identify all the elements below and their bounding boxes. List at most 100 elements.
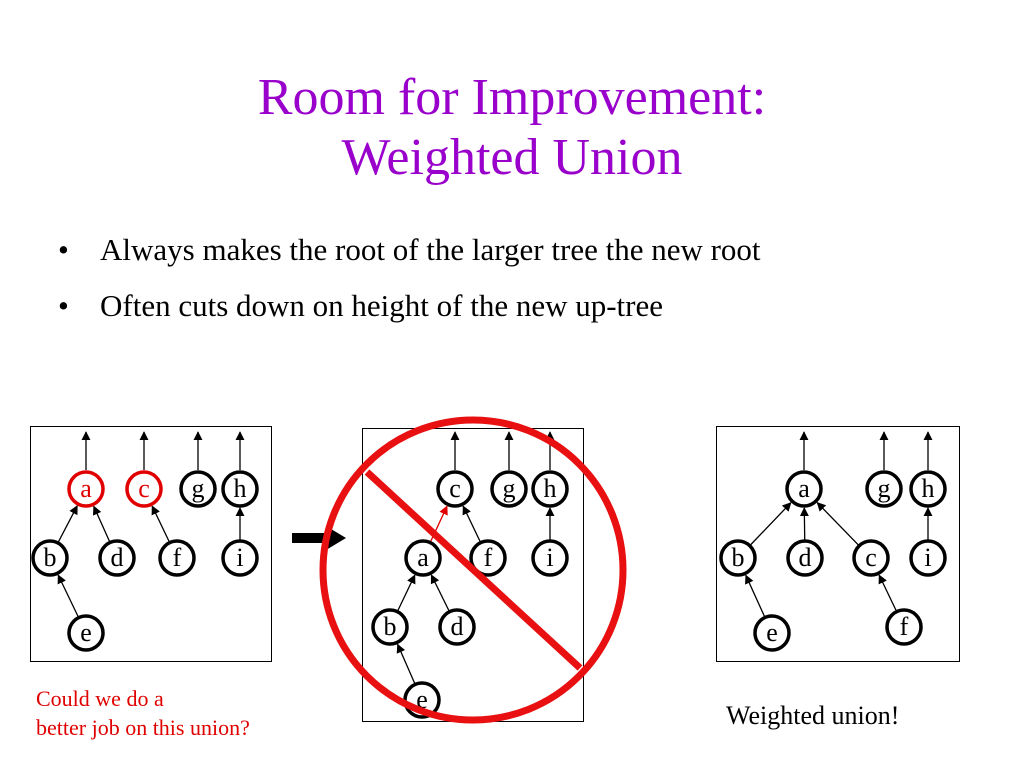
transition-arrow-icon	[292, 526, 346, 550]
node-before-a: a	[67, 470, 105, 508]
node-before-i: i	[221, 539, 259, 577]
node-circle	[436, 470, 474, 508]
node-weighted-union-f: f	[885, 608, 923, 646]
node-circle	[221, 470, 259, 508]
node-label: h	[234, 474, 247, 503]
node-circle	[785, 470, 823, 508]
node-label: c	[449, 474, 461, 503]
edge-weighted-union-b-a	[749, 502, 792, 546]
node-naive-union-a: a	[404, 539, 442, 577]
node-weighted-union-h: h	[909, 470, 947, 508]
node-circle	[67, 470, 105, 508]
node-weighted-union-b: b	[719, 539, 757, 577]
node-naive-union-d: d	[438, 608, 476, 646]
node-before-h: h	[221, 470, 259, 508]
node-circle	[179, 470, 217, 508]
node-label: g	[503, 474, 516, 503]
bullet-item: • Often cuts down on height of the new up…	[58, 288, 761, 324]
weighted-union-note: Weighted union!	[726, 701, 900, 730]
node-label: a	[80, 474, 92, 503]
node-before-e: e	[67, 614, 105, 652]
node-label: g	[878, 474, 891, 503]
node-before-c: c	[125, 470, 163, 508]
node-weighted-union-a: a	[785, 470, 823, 508]
node-circle	[67, 614, 105, 652]
node-weighted-union-d: d	[786, 539, 824, 577]
node-label: a	[417, 543, 429, 572]
prohibition-sign-icon	[319, 416, 627, 724]
node-label: e	[80, 618, 92, 647]
title-line-1: Room for Improvement:	[257, 69, 767, 126]
node-label: c	[865, 543, 877, 572]
node-label: d	[799, 543, 812, 572]
node-circle	[371, 608, 409, 646]
node-label: a	[798, 474, 810, 503]
node-circle	[438, 608, 476, 646]
question-line-2: better job on this union?	[36, 715, 250, 740]
bullet-text: Often cuts down on height of the new up-…	[100, 288, 664, 323]
bullet-dot: •	[58, 232, 69, 267]
node-circle	[404, 539, 442, 577]
node-weighted-union-i: i	[909, 539, 947, 577]
node-naive-union-b: b	[371, 608, 409, 646]
node-circle	[852, 539, 890, 577]
node-circle	[531, 539, 569, 577]
node-weighted-union-e: e	[753, 614, 791, 652]
node-label: h	[922, 474, 935, 503]
question-line-1: Could we do a	[36, 686, 164, 711]
node-naive-union-g: g	[490, 470, 528, 508]
edge-naive-union-b-a	[397, 574, 416, 612]
node-label: b	[44, 543, 57, 572]
node-label: d	[111, 543, 124, 572]
bullet-item: • Always makes the root of the larger tre…	[58, 232, 761, 268]
title-line-2: Weighted Union	[341, 129, 683, 186]
edge-naive-union-f-c	[462, 505, 481, 543]
node-weighted-union-g: g	[865, 470, 903, 508]
edge-naive-union-e-b	[396, 643, 416, 684]
node-circle	[125, 470, 163, 508]
node-naive-union-f: f	[469, 539, 507, 577]
edge-before-d-a	[92, 505, 111, 542]
node-label: i	[924, 543, 931, 572]
node-circle	[909, 470, 947, 508]
edge-before-e-b	[57, 574, 79, 618]
node-circle	[865, 470, 903, 508]
edge-weighted-union-e-b	[745, 574, 766, 617]
node-label: h	[544, 474, 557, 503]
node-before-b: b	[31, 539, 69, 577]
node-circle	[469, 539, 507, 577]
node-label: i	[236, 543, 243, 572]
node-label: b	[384, 612, 397, 641]
node-circle	[885, 608, 923, 646]
bullet-text: Always makes the root of the larger tree…	[100, 232, 761, 267]
node-circle	[531, 470, 569, 508]
node-label: b	[732, 543, 745, 572]
node-before-d: d	[98, 539, 136, 577]
node-label: f	[900, 612, 909, 641]
node-circle	[31, 539, 69, 577]
slide-title: Room for Improvement: Weighted Union	[0, 68, 1024, 188]
edge-weighted-union-f-c	[878, 574, 897, 612]
node-weighted-union-c: c	[852, 539, 890, 577]
node-naive-union-c: c	[436, 470, 474, 508]
node-before-g: g	[179, 470, 217, 508]
node-label: i	[546, 543, 553, 572]
edge-naive-union-d-a	[430, 574, 450, 612]
node-label: d	[451, 612, 464, 641]
bullet-dot: •	[58, 288, 69, 323]
node-circle	[221, 539, 259, 577]
question-note: Could we do a better job on this union?	[36, 684, 250, 742]
node-circle	[909, 539, 947, 577]
edge-before-f-c	[151, 505, 170, 543]
edge-weighted-union-c-a	[816, 501, 859, 546]
edge-before-b-a	[57, 505, 78, 543]
node-label: c	[138, 474, 150, 503]
node-circle	[98, 539, 136, 577]
node-label: g	[192, 474, 205, 503]
node-label: f	[173, 543, 182, 572]
node-naive-union-i: i	[531, 539, 569, 577]
node-circle	[719, 539, 757, 577]
node-circle	[158, 539, 196, 577]
node-label: f	[484, 543, 493, 572]
